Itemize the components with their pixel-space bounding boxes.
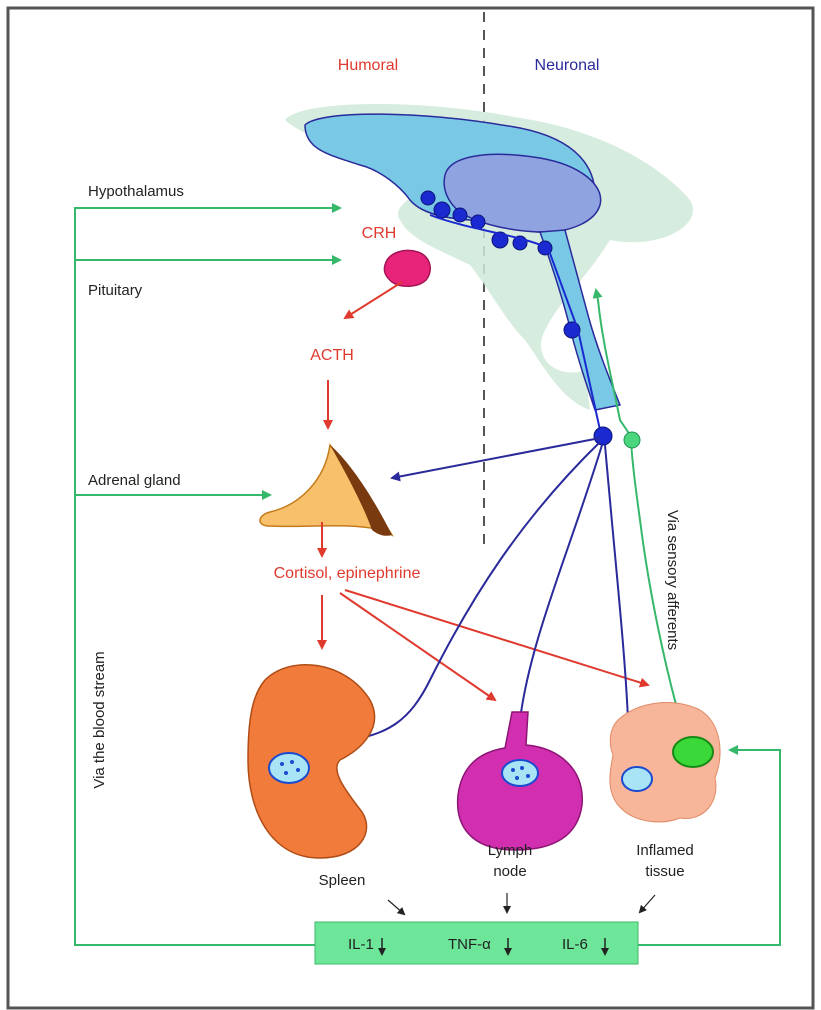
spleen-organ — [248, 665, 375, 858]
label-hypothalamus: Hypothalamus — [88, 183, 184, 200]
label-blood-stream: Via the blood stream — [91, 651, 108, 788]
label-lymph-line1: Lymph — [488, 842, 532, 859]
label-pituitary: Pituitary — [88, 282, 143, 299]
organ-to-cytokine-arrows — [388, 893, 655, 914]
label-adrenal-gland: Adrenal gland — [88, 472, 181, 489]
sensory-ganglion — [624, 432, 640, 448]
label-inflamed-line2: tissue — [645, 863, 684, 880]
cytokine-tnf: TNF-α — [448, 936, 491, 953]
header-neuronal: Neuronal — [535, 57, 600, 74]
label-spleen: Spleen — [319, 872, 366, 889]
inflamed-tissue-node — [622, 767, 652, 791]
header-humoral: Humoral — [338, 57, 398, 74]
neuron-hub — [594, 427, 612, 445]
label-acth: ACTH — [310, 347, 354, 364]
inflamed-sensory-ending — [673, 737, 713, 767]
label-sensory-afferents: Via sensory afferents — [664, 510, 681, 650]
label-inflamed-line1: Inflamed — [636, 842, 694, 859]
label-lymph-line2: node — [493, 863, 526, 880]
label-cortisol: Cortisol, epinephrine — [274, 565, 421, 582]
spleen-node — [269, 753, 309, 783]
cytokine-il6: IL-6 — [562, 936, 588, 953]
cortisol-arrows — [322, 590, 648, 700]
cytokine-il1: IL-1 — [348, 936, 374, 953]
label-crh: CRH — [362, 225, 397, 242]
arrow-crh-acth — [345, 282, 402, 318]
lymph-node-center — [502, 760, 538, 786]
pituitary-gland — [384, 251, 430, 287]
